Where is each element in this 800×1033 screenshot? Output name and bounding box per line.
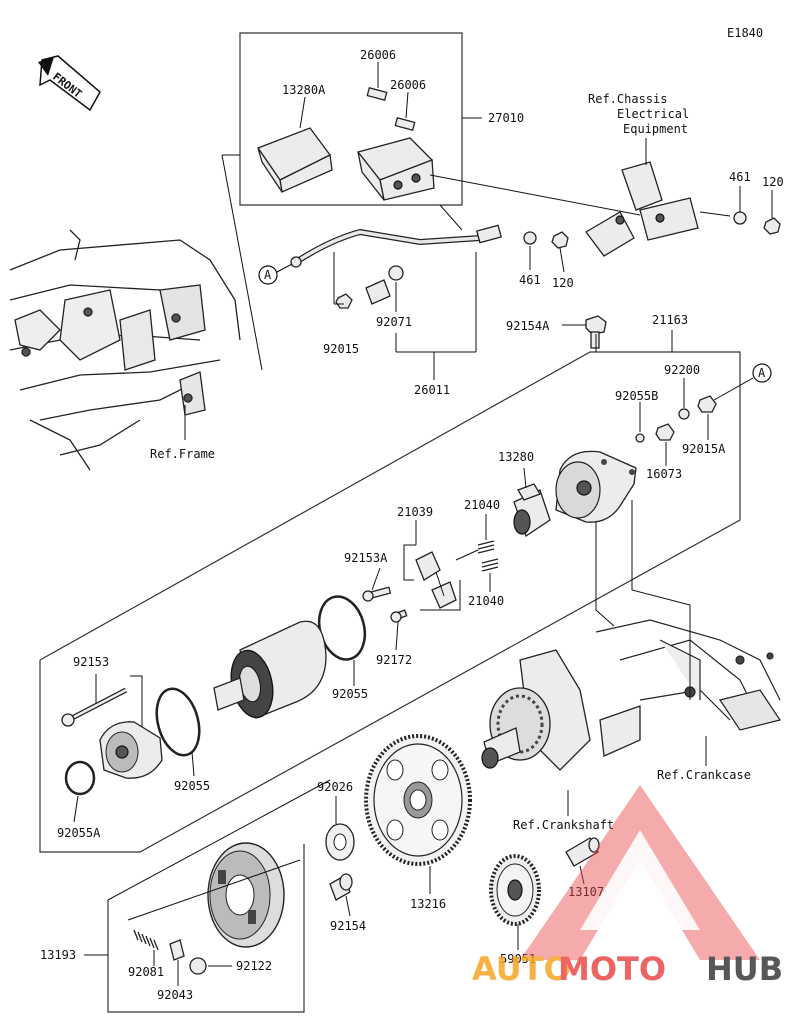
pin-92043: [169, 939, 185, 961]
starter-relay: [356, 137, 435, 201]
crankshaft: [481, 649, 641, 771]
watermark-auto: AUTO: [472, 950, 571, 988]
cap-92071-group: [365, 265, 404, 305]
nut-120-b: [763, 217, 781, 235]
nut-92015: [335, 293, 353, 309]
starter-motor-yoke: [213, 620, 327, 719]
fuse-26006-b: [394, 117, 416, 131]
label-92153: 92153: [73, 655, 109, 669]
frame-sketch: [9, 229, 241, 471]
label-27010: 27010: [488, 111, 524, 125]
starter-cable-26011: [290, 224, 502, 268]
label-13193: 13193: [40, 948, 76, 962]
label-120-b: 120: [552, 276, 574, 290]
fuse-26006-a: [366, 87, 388, 101]
label-92153A: 92153A: [344, 551, 388, 565]
gear-13216: [364, 734, 472, 866]
label-ref-frame: Ref.Frame: [150, 447, 215, 461]
diagram-code: E1840: [727, 26, 763, 40]
brush-holder-13280: [513, 483, 551, 538]
washer-461-a: [523, 231, 537, 245]
label-59051: 59051: [500, 952, 536, 966]
bolt-92154: [329, 873, 353, 901]
nut-120-a: [551, 231, 569, 249]
roller-92122: [189, 957, 207, 975]
nut-92015A: [697, 395, 717, 413]
bolt-92154A: [585, 315, 607, 349]
label-92081: 92081: [128, 965, 164, 979]
marker-a-left: [258, 265, 278, 285]
label-92015: 92015: [323, 342, 359, 356]
shaft-13107: [565, 837, 600, 867]
relay-group-frame: [239, 32, 463, 206]
screw-92172: [390, 609, 408, 623]
spring-21040-a: [477, 540, 495, 554]
marker-a-right-label: A: [758, 366, 766, 380]
label-26011: 26011: [414, 383, 450, 397]
starter-front-cover: [99, 721, 163, 779]
label-ref-chassis-1: Ref.Chassis: [588, 92, 667, 106]
label-ref-chassis-2: Electrical: [617, 107, 689, 121]
label-92122: 92122: [236, 959, 272, 973]
chassis-connector: [585, 161, 699, 257]
watermark-logo-icon: [520, 785, 760, 960]
nut-16073: [655, 423, 675, 441]
starter-assembly-frame: [39, 351, 741, 853]
starter-end-cover: [555, 450, 637, 523]
label-92154: 92154: [330, 919, 366, 933]
label-13280: 13280: [498, 450, 534, 464]
spring-92081: [133, 929, 159, 951]
oring-92055B: [635, 433, 645, 443]
label-92154A: 92154A: [506, 319, 550, 333]
label-21163: 21163: [652, 313, 688, 327]
watermark-moto: MOTO: [558, 950, 666, 988]
label-92015A: 92015A: [682, 442, 726, 456]
label-92071: 92071: [376, 315, 412, 329]
label-92055A: 92055A: [57, 826, 101, 840]
label-92172: 92172: [376, 653, 412, 667]
label-92055-b: 92055: [174, 779, 210, 793]
label-ref-crankshaft: Ref.Crankshaft: [513, 818, 614, 832]
label-16073: 16073: [646, 467, 682, 481]
label-26006-b: 26006: [390, 78, 426, 92]
oring-92055-b: [155, 687, 201, 757]
marker-a-right: [752, 363, 772, 383]
label-13280A: 13280A: [282, 83, 326, 97]
oring-92055A: [64, 760, 96, 796]
spring-21040-b: [481, 558, 499, 572]
screw-92153A: [362, 586, 392, 602]
starter-clutch-13193: [207, 842, 285, 948]
label-21039: 21039: [397, 505, 433, 519]
relay-cover-13280A: [256, 127, 333, 193]
starter-clutch-frame: [107, 844, 305, 1013]
label-21040-a: 21040: [464, 498, 500, 512]
marker-a-left-label: A: [264, 268, 272, 282]
brush-plate-21039: [415, 551, 457, 609]
label-ref-crankcase: Ref.Crankcase: [657, 768, 751, 782]
label-461-b: 461: [519, 273, 541, 287]
automotohub-watermark: AUTO MOTO HUB: [472, 785, 783, 988]
watermark-hub: HUB: [706, 950, 783, 988]
label-92200: 92200: [664, 363, 700, 377]
label-461-a: 461: [729, 170, 751, 184]
washer-461-b: [733, 211, 747, 225]
label-120-a: 120: [762, 175, 784, 189]
label-92055B: 92055B: [615, 389, 658, 403]
front-arrow-icon: FRONT: [38, 55, 101, 112]
gear-59051: [489, 854, 541, 926]
bolt-92153: [61, 687, 128, 727]
label-13216: 13216: [410, 897, 446, 911]
label-13107: 13107: [568, 885, 604, 899]
washer-92200: [678, 408, 690, 420]
label-92043: 92043: [157, 988, 193, 1002]
label-ref-chassis-3: Equipment: [623, 122, 688, 136]
label-21040-b: 21040: [468, 594, 504, 608]
label-26006-a: 26006: [360, 48, 396, 62]
label-92055-a: 92055: [332, 687, 368, 701]
label-92026: 92026: [317, 780, 353, 794]
